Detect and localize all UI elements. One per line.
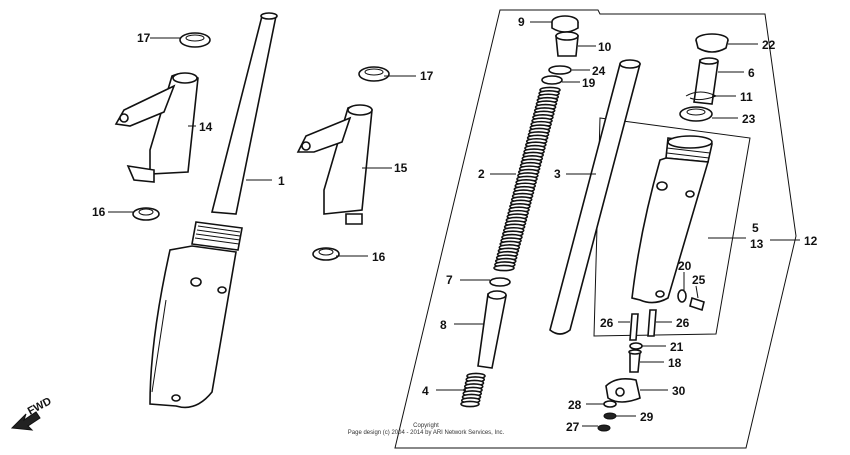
- label-1: 1: [278, 174, 285, 188]
- label-8: 8: [440, 318, 447, 332]
- part-20-washer: [677, 289, 687, 303]
- label-16-right: 16: [372, 250, 386, 264]
- label-3: 3: [554, 167, 561, 181]
- part-21-washer: [629, 342, 643, 350]
- part-10-bolt: [555, 31, 579, 57]
- label-26-left: 26: [600, 316, 614, 330]
- label-5: 5: [752, 221, 759, 235]
- label-25: 25: [692, 273, 706, 287]
- label-7: 7: [446, 273, 453, 287]
- part-22-cap: [695, 33, 729, 53]
- part-labels: 17 17 14 15 1 16 16 9 10 24 19 2 3 7 8 4…: [92, 15, 818, 434]
- part-19-washer: [541, 75, 563, 85]
- part-5-13-slider: [631, 135, 713, 304]
- fwd-indicator: FWD: [10, 395, 54, 431]
- label-9: 9: [518, 15, 525, 29]
- part-24-o-ring: [548, 65, 572, 75]
- label-13: 13: [750, 237, 764, 251]
- label-27: 27: [566, 420, 580, 434]
- label-16-left: 16: [92, 205, 106, 219]
- label-23: 23: [742, 112, 756, 126]
- part-29-washer: [603, 412, 617, 420]
- part-9-cap: [551, 15, 579, 33]
- part-17-seal-upper-left: [179, 32, 211, 48]
- part-1-fork-leg: [149, 12, 278, 409]
- label-21: 21: [670, 340, 684, 354]
- part-14-fork-bracket: [114, 72, 199, 183]
- label-17-left: 17: [137, 31, 151, 45]
- part-15-fork-bracket: [296, 104, 373, 225]
- part-2-spring: [493, 86, 561, 272]
- part-7-washer: [489, 277, 511, 287]
- fwd-arrow-icon: [10, 411, 41, 431]
- part-6-spacer: [693, 57, 719, 105]
- label-28: 28: [568, 398, 582, 412]
- label-14: 14: [199, 120, 213, 134]
- part-25-drain-bolt: [689, 296, 705, 312]
- label-2: 2: [478, 167, 485, 181]
- copyright-line-2: Page design (c) 2004 - 2014 by ARI Netwo…: [348, 430, 505, 436]
- label-20: 20: [678, 259, 692, 273]
- label-24: 24: [592, 64, 606, 78]
- leader-lines: [108, 21, 800, 427]
- part-17-seal-right: [358, 66, 390, 82]
- part-8-damper-rod: [477, 290, 507, 369]
- fwd-label: FWD: [26, 395, 54, 417]
- label-22: 22: [762, 38, 776, 52]
- label-18: 18: [668, 356, 682, 370]
- label-19: 19: [582, 76, 596, 90]
- label-26-right: 26: [676, 316, 690, 330]
- label-4: 4: [422, 384, 429, 398]
- label-11: 11: [740, 90, 753, 104]
- part-3-fork-tube: [549, 59, 641, 335]
- part-18-bolt: [628, 349, 642, 373]
- part-16-nut-right: [312, 247, 340, 261]
- inner-assembly-box: [593, 117, 751, 337]
- label-29: 29: [640, 410, 654, 424]
- label-17-right: 17: [420, 69, 434, 83]
- part-23-oil-seal: [679, 106, 713, 122]
- part-16-nut-left: [132, 207, 160, 221]
- part-28-washer: [603, 400, 617, 408]
- copyright-line-1: Copyright: [413, 423, 439, 429]
- part-27-nut: [597, 424, 611, 432]
- label-15: 15: [394, 161, 408, 175]
- label-10: 10: [598, 40, 612, 54]
- part-26-pin-left: [629, 313, 639, 341]
- part-26-pin-right: [647, 309, 657, 337]
- label-6: 6: [748, 66, 755, 80]
- label-30: 30: [672, 384, 686, 398]
- assembly-frame: [394, 9, 797, 449]
- part-4-rebound-spring: [460, 372, 486, 408]
- part-30-axle-holder: [605, 378, 641, 403]
- label-12: 12: [804, 234, 818, 248]
